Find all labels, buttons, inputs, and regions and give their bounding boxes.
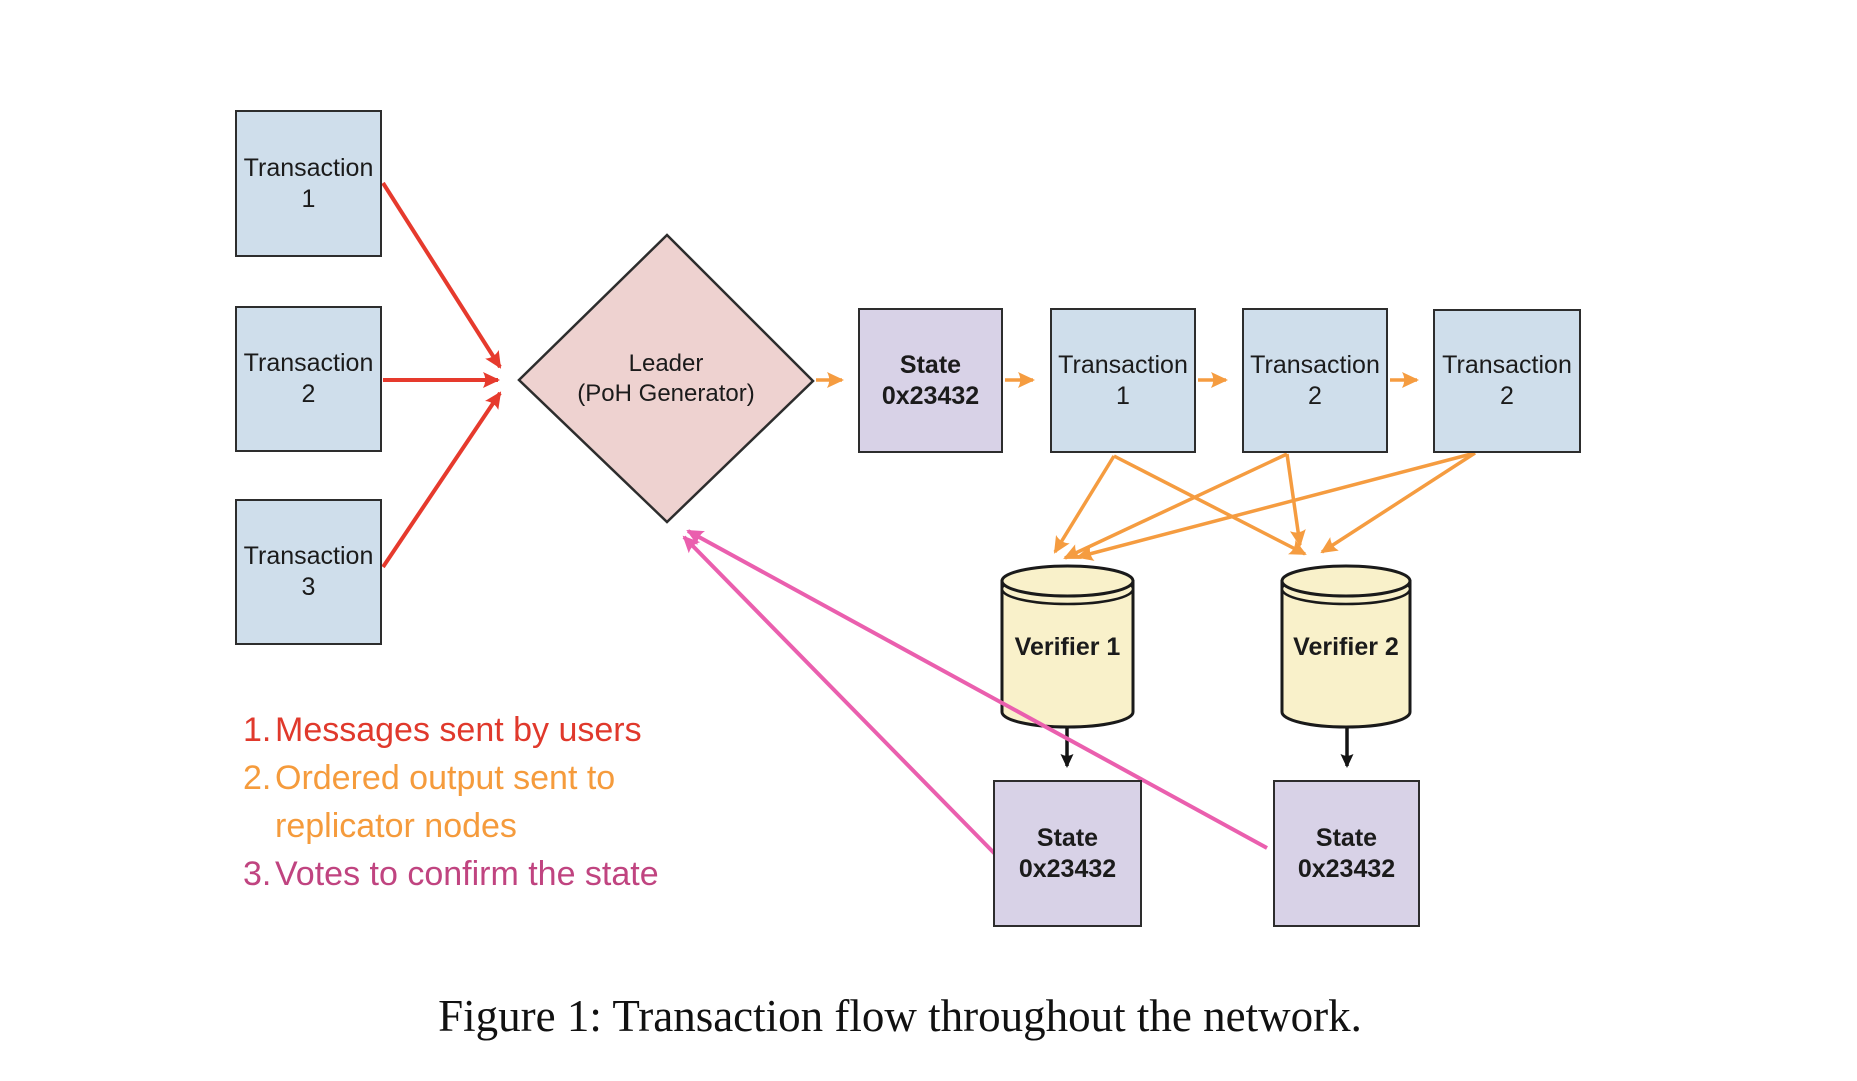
generated-state-box: State 0x23432 xyxy=(858,308,1003,453)
messages-arrow-3 xyxy=(381,391,502,569)
ordered-transaction2-box: Transaction 2 xyxy=(1242,308,1388,453)
verifier2-cylinder-shape xyxy=(1280,564,1412,729)
ordered-transaction2b-box: Transaction 2 xyxy=(1433,309,1581,453)
messages-arrow-1 xyxy=(381,181,502,369)
ordered-transaction1-box: Transaction 1 xyxy=(1050,308,1196,453)
legend-text: Messages sent by users xyxy=(275,711,642,749)
verifier1-state-box: State 0x23432 xyxy=(993,780,1142,927)
fanout-arrow-tx2b-verifier2 xyxy=(1320,451,1476,554)
legend-item-votes: 3. Votes to confirm the state xyxy=(243,850,783,898)
votes-arrow-state2-leader xyxy=(686,529,1268,850)
verifier2-state-box: State 0x23432 xyxy=(1273,780,1420,927)
legend-item-ordered-output: 2. Ordered output sent to replicator nod… xyxy=(243,754,783,850)
verifier1-label: Verifier 1 xyxy=(1014,632,1121,661)
legend-number: 3. xyxy=(243,855,272,893)
legend: 1. Messages sent by users 2. Ordered out… xyxy=(243,706,783,898)
legend-text: Votes to confirm the state xyxy=(275,855,659,893)
user-transaction1-box: Transaction 1 xyxy=(235,110,382,257)
verifier2-label: Verifier 2 xyxy=(1293,632,1399,661)
leader-node-label: Leader (PoH Generator) xyxy=(577,349,755,407)
fanout-arrow-tx2-verifier1 xyxy=(1063,452,1288,560)
votes-arrow-state1-leader xyxy=(682,535,999,858)
leader-diamond-shape xyxy=(517,233,815,524)
fanout-arrow-tx1-verifier2 xyxy=(1113,454,1307,556)
verifier1-cylinder-shape xyxy=(1000,564,1135,729)
user-transaction2-box: Transaction 2 xyxy=(235,306,382,452)
legend-item-messages: 1. Messages sent by users xyxy=(243,706,783,754)
legend-number: 1. xyxy=(243,711,272,749)
figure-caption: Figure 1: Transaction flow throughout th… xyxy=(438,991,1362,1041)
fanout-arrow-tx2b-verifier1 xyxy=(1076,451,1476,561)
user-transaction3-box: Transaction 3 xyxy=(235,499,382,645)
fanout-arrow-tx1-verifier1 xyxy=(1053,455,1116,554)
legend-text: Ordered output sent to replicator nodes xyxy=(275,759,616,845)
legend-number: 2. xyxy=(243,759,272,797)
